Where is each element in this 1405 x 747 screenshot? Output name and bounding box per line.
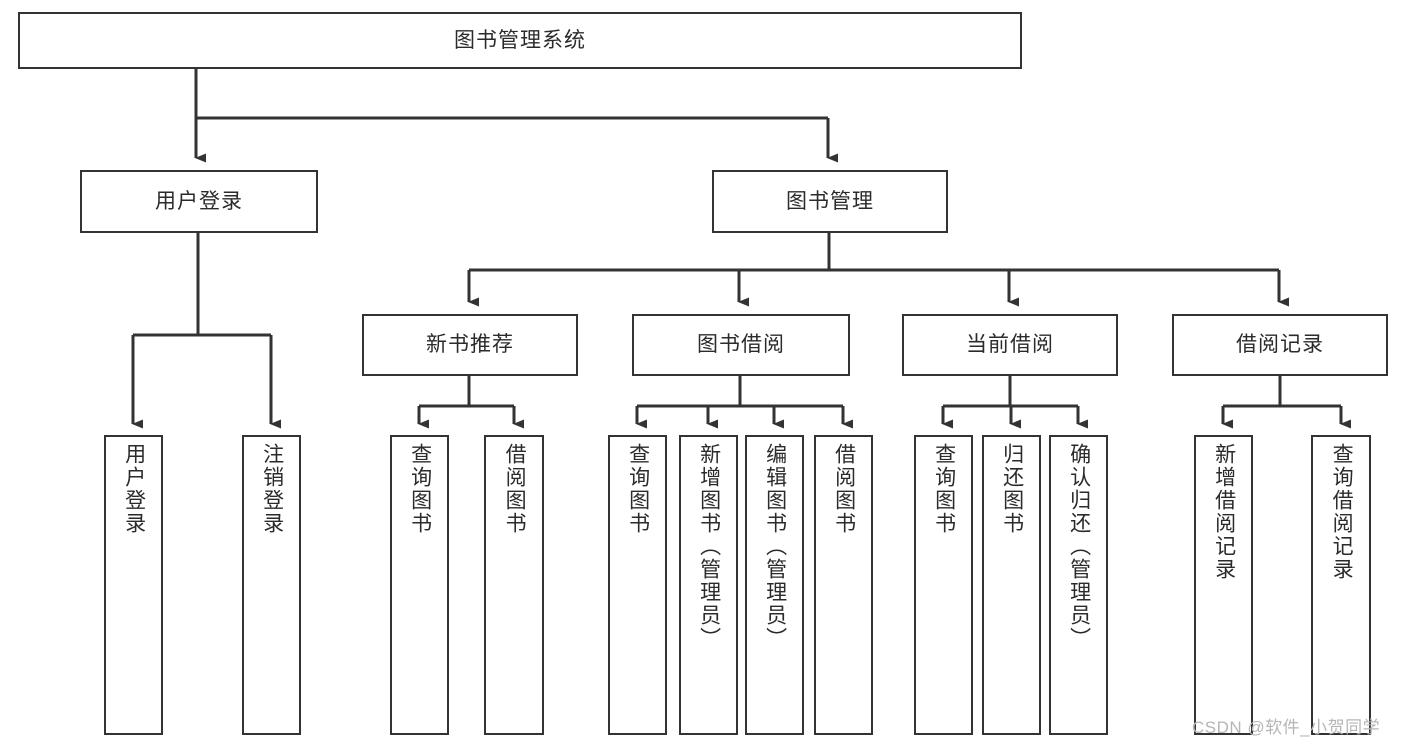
node-current-borrowing-label: 当前借阅 bbox=[966, 333, 1054, 357]
leaf-borrow-book-2-label: 借阅图书 bbox=[832, 443, 856, 535]
leaf-add-book[interactable]: 新增图书（管理员） bbox=[679, 435, 738, 735]
node-user-login[interactable]: 用户登录 bbox=[80, 170, 318, 233]
watermark: CSDN @软件_小贺同学 bbox=[1192, 718, 1381, 737]
leaf-add-record[interactable]: 新增借阅记录 bbox=[1194, 435, 1253, 735]
leaf-query-book-2-label: 查询图书 bbox=[626, 443, 650, 535]
node-borrowing-record[interactable]: 借阅记录 bbox=[1172, 314, 1388, 376]
leaf-borrow-book-2[interactable]: 借阅图书 bbox=[814, 435, 873, 735]
node-book-borrowing-label: 图书借阅 bbox=[697, 333, 785, 357]
leaf-return-book-label: 归还图书 bbox=[1000, 443, 1024, 535]
leaf-add-book-label: 新增图书（管理员） bbox=[697, 443, 721, 650]
leaf-user-login-label: 用户登录 bbox=[122, 443, 146, 535]
node-book-management-label: 图书管理 bbox=[786, 189, 874, 213]
leaf-query-book-3-label: 查询图书 bbox=[932, 443, 956, 535]
node-user-login-label: 用户登录 bbox=[155, 189, 243, 213]
leaf-borrow-book-1-label: 借阅图书 bbox=[503, 443, 527, 535]
node-book-borrowing[interactable]: 图书借阅 bbox=[632, 314, 850, 376]
leaf-query-book-3[interactable]: 查询图书 bbox=[914, 435, 973, 735]
leaf-logout[interactable]: 注销登录 bbox=[242, 435, 301, 735]
node-book-management[interactable]: 图书管理 bbox=[712, 170, 948, 233]
node-new-book-recommendation[interactable]: 新书推荐 bbox=[362, 314, 578, 376]
leaf-query-book-2[interactable]: 查询图书 bbox=[608, 435, 667, 735]
node-root-label: 图书管理系统 bbox=[454, 28, 586, 52]
leaf-query-record[interactable]: 查询借阅记录 bbox=[1311, 435, 1371, 735]
leaf-logout-label: 注销登录 bbox=[260, 443, 284, 535]
leaf-return-book[interactable]: 归还图书 bbox=[982, 435, 1041, 735]
leaf-add-record-label: 新增借阅记录 bbox=[1212, 443, 1236, 581]
node-new-book-recommendation-label: 新书推荐 bbox=[426, 333, 514, 357]
node-root[interactable]: 图书管理系统 bbox=[18, 12, 1022, 69]
leaf-borrow-book-1[interactable]: 借阅图书 bbox=[484, 435, 544, 735]
leaf-user-login[interactable]: 用户登录 bbox=[104, 435, 163, 735]
leaf-confirm-return-label: 确认归还（管理员） bbox=[1067, 443, 1091, 650]
leaf-query-record-label: 查询借阅记录 bbox=[1330, 443, 1354, 581]
node-current-borrowing[interactable]: 当前借阅 bbox=[902, 314, 1118, 376]
leaf-query-book-1-label: 查询图书 bbox=[408, 443, 432, 535]
leaf-edit-book-label: 编辑图书（管理员） bbox=[763, 443, 787, 650]
leaf-query-book-1[interactable]: 查询图书 bbox=[390, 435, 449, 735]
node-borrowing-record-label: 借阅记录 bbox=[1236, 333, 1324, 357]
leaf-edit-book[interactable]: 编辑图书（管理员） bbox=[745, 435, 804, 735]
leaf-confirm-return[interactable]: 确认归还（管理员） bbox=[1049, 435, 1108, 735]
